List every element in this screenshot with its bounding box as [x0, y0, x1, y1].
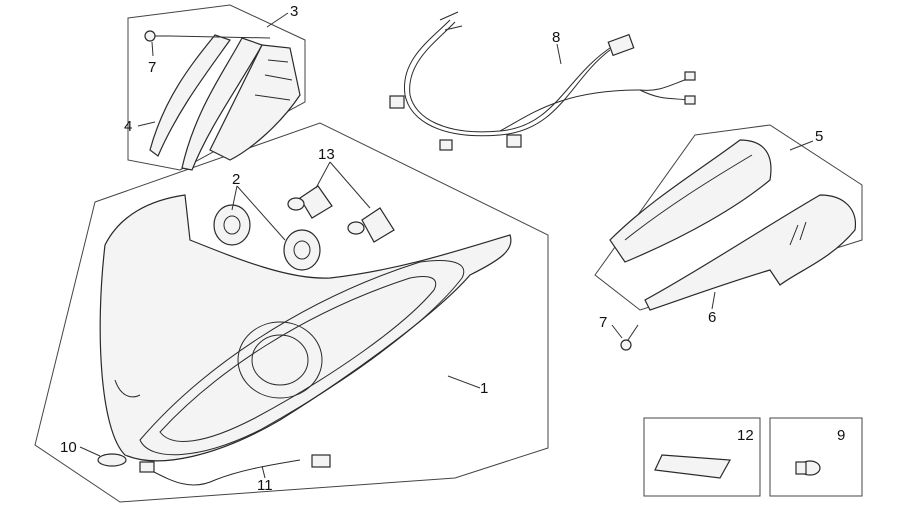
callout-13: 13 [318, 146, 335, 163]
plug-and-wire-part [97, 453, 331, 486]
callout-5: 5 [815, 128, 823, 145]
callout-2: 2 [232, 171, 240, 188]
callout-7-right: 7 [599, 314, 607, 331]
wiring-harness-part [389, 11, 696, 151]
bulb-parts [287, 185, 395, 243]
callout-9: 9 [837, 427, 845, 444]
callout-6: 6 [708, 309, 716, 326]
top-trim-group-frame [127, 4, 306, 171]
adhesive-pad-part [654, 454, 731, 479]
callout-4: 4 [124, 118, 132, 135]
callout-12: 12 [737, 427, 754, 444]
seal-ring-parts [213, 204, 321, 271]
headlight-group-frame [34, 122, 549, 503]
leader-lines [79, 12, 814, 479]
small-bulb-part [795, 460, 821, 476]
screw-top [144, 30, 172, 42]
callout-3: 3 [290, 3, 298, 20]
headlight-housing-part [99, 194, 512, 462]
top-trim-part [149, 34, 301, 171]
side-trim-part [609, 139, 857, 311]
part-9-box [769, 417, 863, 497]
callout-11: 11 [257, 477, 273, 494]
side-trim-group-frame [594, 124, 863, 311]
callout-1: 1 [480, 380, 488, 397]
callout-7-top: 7 [148, 59, 156, 76]
part-12-box [643, 417, 761, 497]
screw-right [620, 324, 639, 351]
callout-10: 10 [60, 439, 77, 456]
callout-8: 8 [552, 29, 560, 46]
